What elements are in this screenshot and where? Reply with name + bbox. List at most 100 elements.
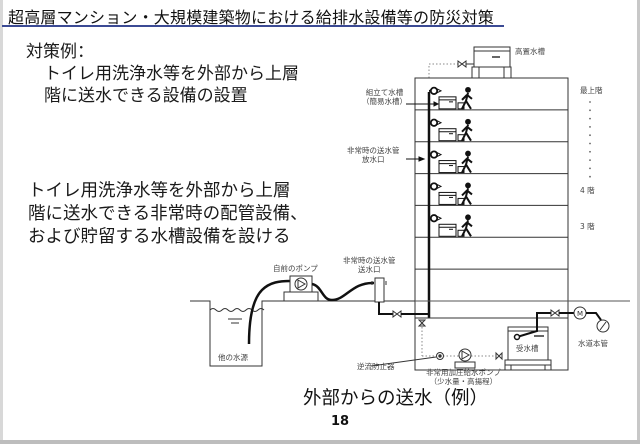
- slide-frame-left: [0, 0, 3, 440]
- booster-pump-label: 非常用加圧給水ポンプ （少水量・高揚程）: [426, 368, 501, 386]
- ellipsis-dot: [589, 126, 591, 128]
- slide-frame-right: [637, 0, 640, 440]
- ball-tap-icon: [513, 333, 521, 341]
- floor-lines: [415, 109, 568, 302]
- water-main-icon: [596, 319, 610, 333]
- lower-valve-icon: [417, 319, 427, 327]
- floor-unit: [429, 182, 473, 205]
- floor-label-top: 最上階: [580, 86, 603, 95]
- water-main-connection: [586, 312, 602, 321]
- outlet-nozzle-icon: [436, 152, 443, 158]
- emergency-inlet-label-line1: 非常時の送水管: [343, 256, 396, 265]
- outlet-valve-icon: [429, 214, 439, 223]
- floor-unit: [429, 118, 473, 142]
- emergency-inlet-label: 非常時の送水管 送水口: [343, 256, 396, 274]
- floor-units: [429, 86, 473, 237]
- equipment-room-outline: [414, 317, 569, 371]
- outlet-valve-icon: [429, 118, 439, 127]
- building-outline: [414, 77, 569, 319]
- inlet-pipe: [378, 302, 393, 315]
- other-water-source-label: 他の水源: [218, 353, 248, 362]
- example-heading: 対策例：: [26, 42, 94, 62]
- rooftop-tank-label: 高置水槽: [515, 47, 545, 56]
- ellipsis-dot: [589, 134, 591, 137]
- description-line: および貯留する水槽設備を設ける: [28, 227, 291, 247]
- description-line: 階に送水できる非常時の配管設備、: [28, 204, 308, 224]
- portable-pump-icon: [283, 275, 319, 302]
- ellipsis-dot: [589, 117, 591, 120]
- rooftop-supply-dotted-pipe: [428, 63, 458, 78]
- backflow-preventer-icon: [436, 352, 444, 360]
- label-pointer-arrows: [406, 101, 440, 162]
- assembled-tank-icon: [438, 160, 457, 174]
- assembled-tank-label: 組立て水槽 （簡易水槽）: [362, 88, 407, 106]
- ellipsis-dot: [589, 167, 591, 170]
- assembled-tank-label-line2: （簡易水槽）: [362, 97, 407, 106]
- emergency-inlet-label-line2: 送水口: [358, 265, 381, 274]
- water-level-marker: [228, 318, 242, 324]
- diagram-caption: 外部からの送水（例）: [303, 388, 489, 409]
- outlet-nozzle-icon: [436, 183, 443, 189]
- page-number: 18: [331, 414, 350, 429]
- example-text-block: 対策例： トイレ用洗浄水等を外部から上層 階に送水できる設備の設置: [26, 41, 299, 107]
- floor-label-4: 4 階: [580, 186, 595, 195]
- emergency-outlet-label-line1: 非常時の送水管: [347, 146, 400, 155]
- assembled-tank-icon: [438, 223, 457, 237]
- suction-hose: [247, 279, 291, 345]
- inlet-check-valve-icon: [392, 310, 402, 318]
- slide-frame-bottom: [0, 440, 640, 444]
- floor-unit: [429, 86, 473, 110]
- outlet-valve-icon: [429, 86, 439, 95]
- title-underline: [2, 25, 504, 27]
- ellipsis-dot: [589, 175, 591, 178]
- rooftop-valve-icon: [457, 60, 474, 68]
- booster-pump-label-line1: 非常用加圧給水ポンプ: [426, 368, 501, 377]
- person-carrying-water-icon: [461, 118, 473, 142]
- outlet-valve-icon: [429, 182, 439, 191]
- discharge-hose: [311, 281, 375, 302]
- assembled-tank-icon: [438, 191, 457, 205]
- assembled-tank-icon: [438, 128, 457, 142]
- backflow-preventer-pointer: [370, 356, 437, 367]
- water-surface-icon: [209, 308, 265, 312]
- description-text-block: トイレ用洗浄水等を外部から上層 階に送水できる非常時の配管設備、 および貯留する…: [28, 180, 308, 249]
- ellipsis-dot: [589, 159, 591, 162]
- portable-pump-label: 自前のポンプ: [273, 264, 318, 273]
- ellipsis-dot: [589, 142, 591, 145]
- floor-label-3: 3 階: [580, 222, 595, 231]
- assembled-tank-label-line1: 組立て水槽: [365, 88, 404, 97]
- slide-title: 超高層マンション・大規模建築物における給排水設備等の防災対策: [8, 8, 495, 27]
- water-main-label: 水道本管: [578, 339, 608, 348]
- floor-unit: [429, 150, 473, 174]
- ellipsis-dot: [589, 150, 591, 153]
- ellipsis-dot: [589, 101, 591, 103]
- receiving-tank-icon: [504, 326, 552, 371]
- outlet-nozzle-icon: [436, 120, 443, 126]
- main-supply-pipe: [516, 312, 551, 338]
- main-supply-valve-icon: [550, 309, 560, 317]
- assembled-tank-icon: [438, 96, 457, 110]
- emergency-inlet-icon: [371, 277, 387, 303]
- person-carrying-water-icon: [461, 86, 473, 110]
- outlet-nozzle-icon: [436, 215, 443, 221]
- booster-pump-icon: [454, 348, 476, 369]
- person-carrying-water-icon: [461, 182, 473, 205]
- example-line: 階に送水できる設備の設置: [44, 86, 248, 106]
- outlet-valve-icon: [429, 150, 439, 159]
- floor-unit: [429, 214, 473, 237]
- backflow-preventer-label: 逆流防止器: [357, 362, 395, 371]
- outlet-nozzle-icon: [436, 88, 443, 94]
- person-carrying-water-icon: [461, 150, 473, 174]
- water-meter-label: M: [577, 310, 583, 318]
- emergency-outlet-label-line2: 放水口: [362, 155, 385, 164]
- floor-ellipsis-dots: [589, 101, 591, 178]
- description-line: トイレ用洗浄水等を外部から上層: [28, 181, 291, 201]
- receiving-tank-label: 受水槽: [516, 344, 539, 353]
- ground-line: [190, 300, 605, 367]
- emergency-outlet-label: 非常時の送水管 放水口: [347, 146, 400, 164]
- example-line: トイレ用洗浄水等を外部から上層: [44, 64, 299, 84]
- receiving-tank-valve-icon: [495, 351, 503, 361]
- person-carrying-water-icon: [461, 214, 473, 237]
- booster-pump-label-line2: （少水量・高揚程）: [429, 377, 498, 386]
